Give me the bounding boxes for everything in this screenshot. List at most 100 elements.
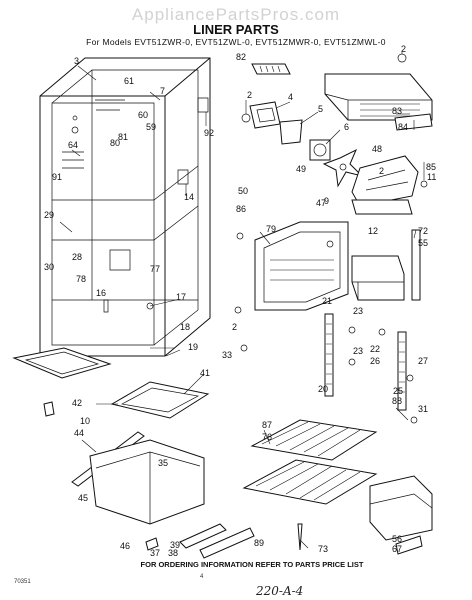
callout-73: 73 xyxy=(318,544,328,554)
callout-81: 81 xyxy=(118,132,128,142)
callout-7: 7 xyxy=(160,86,165,96)
callout-78: 78 xyxy=(76,274,86,284)
callout-12: 12 xyxy=(368,226,378,236)
callout-23: 23 xyxy=(353,346,363,356)
callout-83: 83 xyxy=(392,106,402,116)
callout-48: 48 xyxy=(372,144,382,154)
callout-33: 33 xyxy=(222,350,232,360)
callout-87: 87 xyxy=(262,420,272,430)
bin-front xyxy=(394,113,433,131)
callout-14: 14 xyxy=(184,192,194,202)
callout-5: 5 xyxy=(318,104,323,114)
model-subtitle: For Models EVT51ZWR-0, EVT51ZWL-0, EVT51… xyxy=(86,37,386,47)
callout-18: 18 xyxy=(180,322,190,332)
callout-76: 76 xyxy=(262,432,272,442)
callout-2: 2 xyxy=(232,322,237,332)
callout-42: 42 xyxy=(72,398,82,408)
light-lens xyxy=(279,119,303,145)
shelf-rail-right xyxy=(397,331,407,411)
callout-44: 44 xyxy=(74,428,84,438)
cabinet-liner xyxy=(39,57,211,357)
handwritten-reference: 220-A-4 xyxy=(255,584,303,598)
callout-61: 61 xyxy=(124,76,134,86)
callout-56: 56 xyxy=(392,534,402,544)
callout-45: 45 xyxy=(78,493,88,503)
evaporator-cover-bin xyxy=(351,155,419,207)
hinge-bracket xyxy=(351,199,413,215)
ordering-note: FOR ORDERING INFORMATION REFER TO PARTS … xyxy=(141,560,364,569)
ice-tray xyxy=(251,63,291,75)
callout-80: 80 xyxy=(110,138,120,148)
callout-88: 88 xyxy=(392,396,402,406)
callout-92: 92 xyxy=(204,128,214,138)
rail-clips xyxy=(348,326,414,382)
callout-72: 72 xyxy=(418,226,428,236)
callout-31: 31 xyxy=(418,404,428,414)
callout-27: 27 xyxy=(418,356,428,366)
callout-21: 21 xyxy=(322,296,332,306)
door-bin-large xyxy=(369,475,433,541)
callout-60: 60 xyxy=(138,110,148,120)
shelf-rail-left xyxy=(324,313,334,397)
callout-22: 22 xyxy=(370,344,380,354)
crisper-drawer xyxy=(89,439,205,525)
door-bin-small xyxy=(351,255,405,301)
fan-motor xyxy=(309,139,331,161)
callout-19: 19 xyxy=(188,342,198,352)
callout-47: 47 xyxy=(316,198,326,208)
callout-85: 85 xyxy=(426,162,436,172)
leader-lines xyxy=(59,52,425,549)
page-title: LINER PARTS xyxy=(193,22,279,37)
callout-39: 39 xyxy=(170,540,180,550)
light-housing xyxy=(249,101,281,129)
callout-41: 41 xyxy=(200,368,210,378)
callout-37: 37 xyxy=(150,548,160,558)
callout-10: 10 xyxy=(80,416,90,426)
wire-shelf-lower xyxy=(242,459,378,505)
small-hardware xyxy=(43,53,428,551)
callout-29: 29 xyxy=(44,210,54,220)
callout-77: 77 xyxy=(150,264,160,274)
callout-23: 23 xyxy=(353,306,363,316)
callout-67: 67 xyxy=(392,544,402,554)
shelf-support-right xyxy=(411,229,421,301)
callout-20: 20 xyxy=(318,384,328,394)
callout-3: 3 xyxy=(74,56,79,66)
small-mark: 4 xyxy=(200,574,204,580)
freezer-shelf-bin xyxy=(324,73,433,121)
callout-28: 28 xyxy=(72,252,82,262)
callout-38: 38 xyxy=(168,548,178,558)
callout-11: 11 xyxy=(427,172,436,182)
callout-26: 26 xyxy=(370,356,380,366)
glass-shelf xyxy=(110,381,210,419)
callout-2: 2 xyxy=(247,90,252,100)
rear-panel xyxy=(254,221,349,311)
callout-25: 25 xyxy=(393,386,403,396)
callout-50: 50 xyxy=(238,186,248,196)
callout-64: 64 xyxy=(68,140,78,150)
drip-tray xyxy=(12,347,112,379)
callout-46: 46 xyxy=(120,541,130,551)
fan-blade xyxy=(322,148,364,188)
callout-2: 2 xyxy=(379,166,384,176)
bin-clip xyxy=(395,535,423,555)
callout-49: 49 xyxy=(296,164,306,174)
callout-30: 30 xyxy=(44,262,54,272)
callout-6: 6 xyxy=(344,122,349,132)
callout-86: 86 xyxy=(236,204,246,214)
page-code: 70351 xyxy=(14,579,31,585)
callout-17: 17 xyxy=(176,292,186,302)
callout-91: 91 xyxy=(52,172,62,182)
callout-79: 79 xyxy=(266,224,276,234)
callout-9: 9 xyxy=(324,196,329,206)
watermark: AppliancePartsPros.com xyxy=(132,5,340,24)
crisper-rails xyxy=(179,523,255,559)
callout-59: 59 xyxy=(146,122,156,132)
callout-4: 4 xyxy=(288,92,293,102)
wire-shelf-upper xyxy=(250,419,378,461)
callout-55: 55 xyxy=(418,238,428,248)
callout-82: 82 xyxy=(236,52,246,62)
callout-2: 2 xyxy=(401,44,406,54)
callout-89: 89 xyxy=(254,538,264,548)
